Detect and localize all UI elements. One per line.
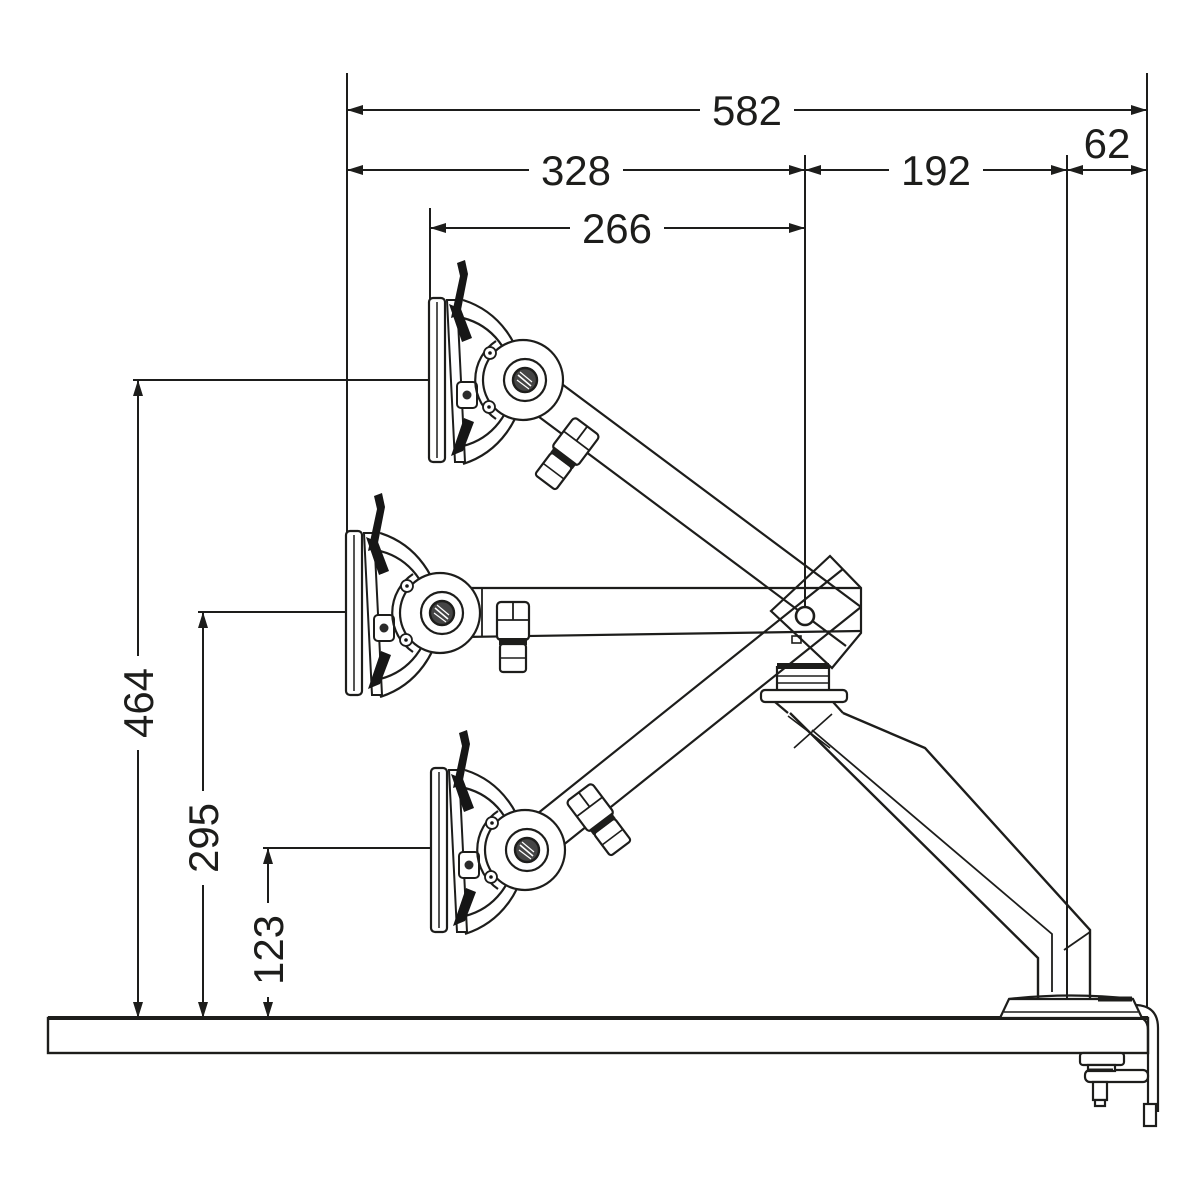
arm-knob-low xyxy=(564,781,635,860)
monitor-mount-low xyxy=(429,728,567,936)
dimension-label-123: 123 xyxy=(245,915,292,985)
clamp-knob xyxy=(1078,1051,1126,1067)
dimension-label-266: 266 xyxy=(582,205,652,252)
clamp-bracket-foot xyxy=(1142,1102,1158,1128)
base-plate xyxy=(998,994,1144,1020)
dimension-labels: 582 328 192 62 266 464 295 123 xyxy=(115,87,1130,985)
monitor-mount-top xyxy=(427,258,565,466)
arm-knob-middle xyxy=(495,600,531,674)
rotation-collar xyxy=(759,663,849,714)
upper-arm-position-top xyxy=(510,363,862,647)
dimension-label-295: 295 xyxy=(180,803,227,873)
desk-clamp xyxy=(1078,1003,1160,1128)
clamp-arm xyxy=(1083,1068,1150,1084)
dimension-label-62: 62 xyxy=(1084,120,1131,167)
collar-flange xyxy=(759,688,849,704)
monitor-mount-middle xyxy=(344,491,482,699)
lower-arm xyxy=(787,711,1092,999)
desk xyxy=(46,1016,1150,1055)
dimension-label-328: 328 xyxy=(541,147,611,194)
clamp-screw xyxy=(1091,1080,1109,1102)
elbow-pivot-hole xyxy=(794,605,816,627)
dimension-label-582: 582 xyxy=(712,87,782,134)
clamp-bracket xyxy=(1135,1003,1160,1112)
dimension-label-192: 192 xyxy=(901,147,971,194)
dimension-label-464: 464 xyxy=(115,668,162,738)
elbow-joint xyxy=(769,554,863,670)
